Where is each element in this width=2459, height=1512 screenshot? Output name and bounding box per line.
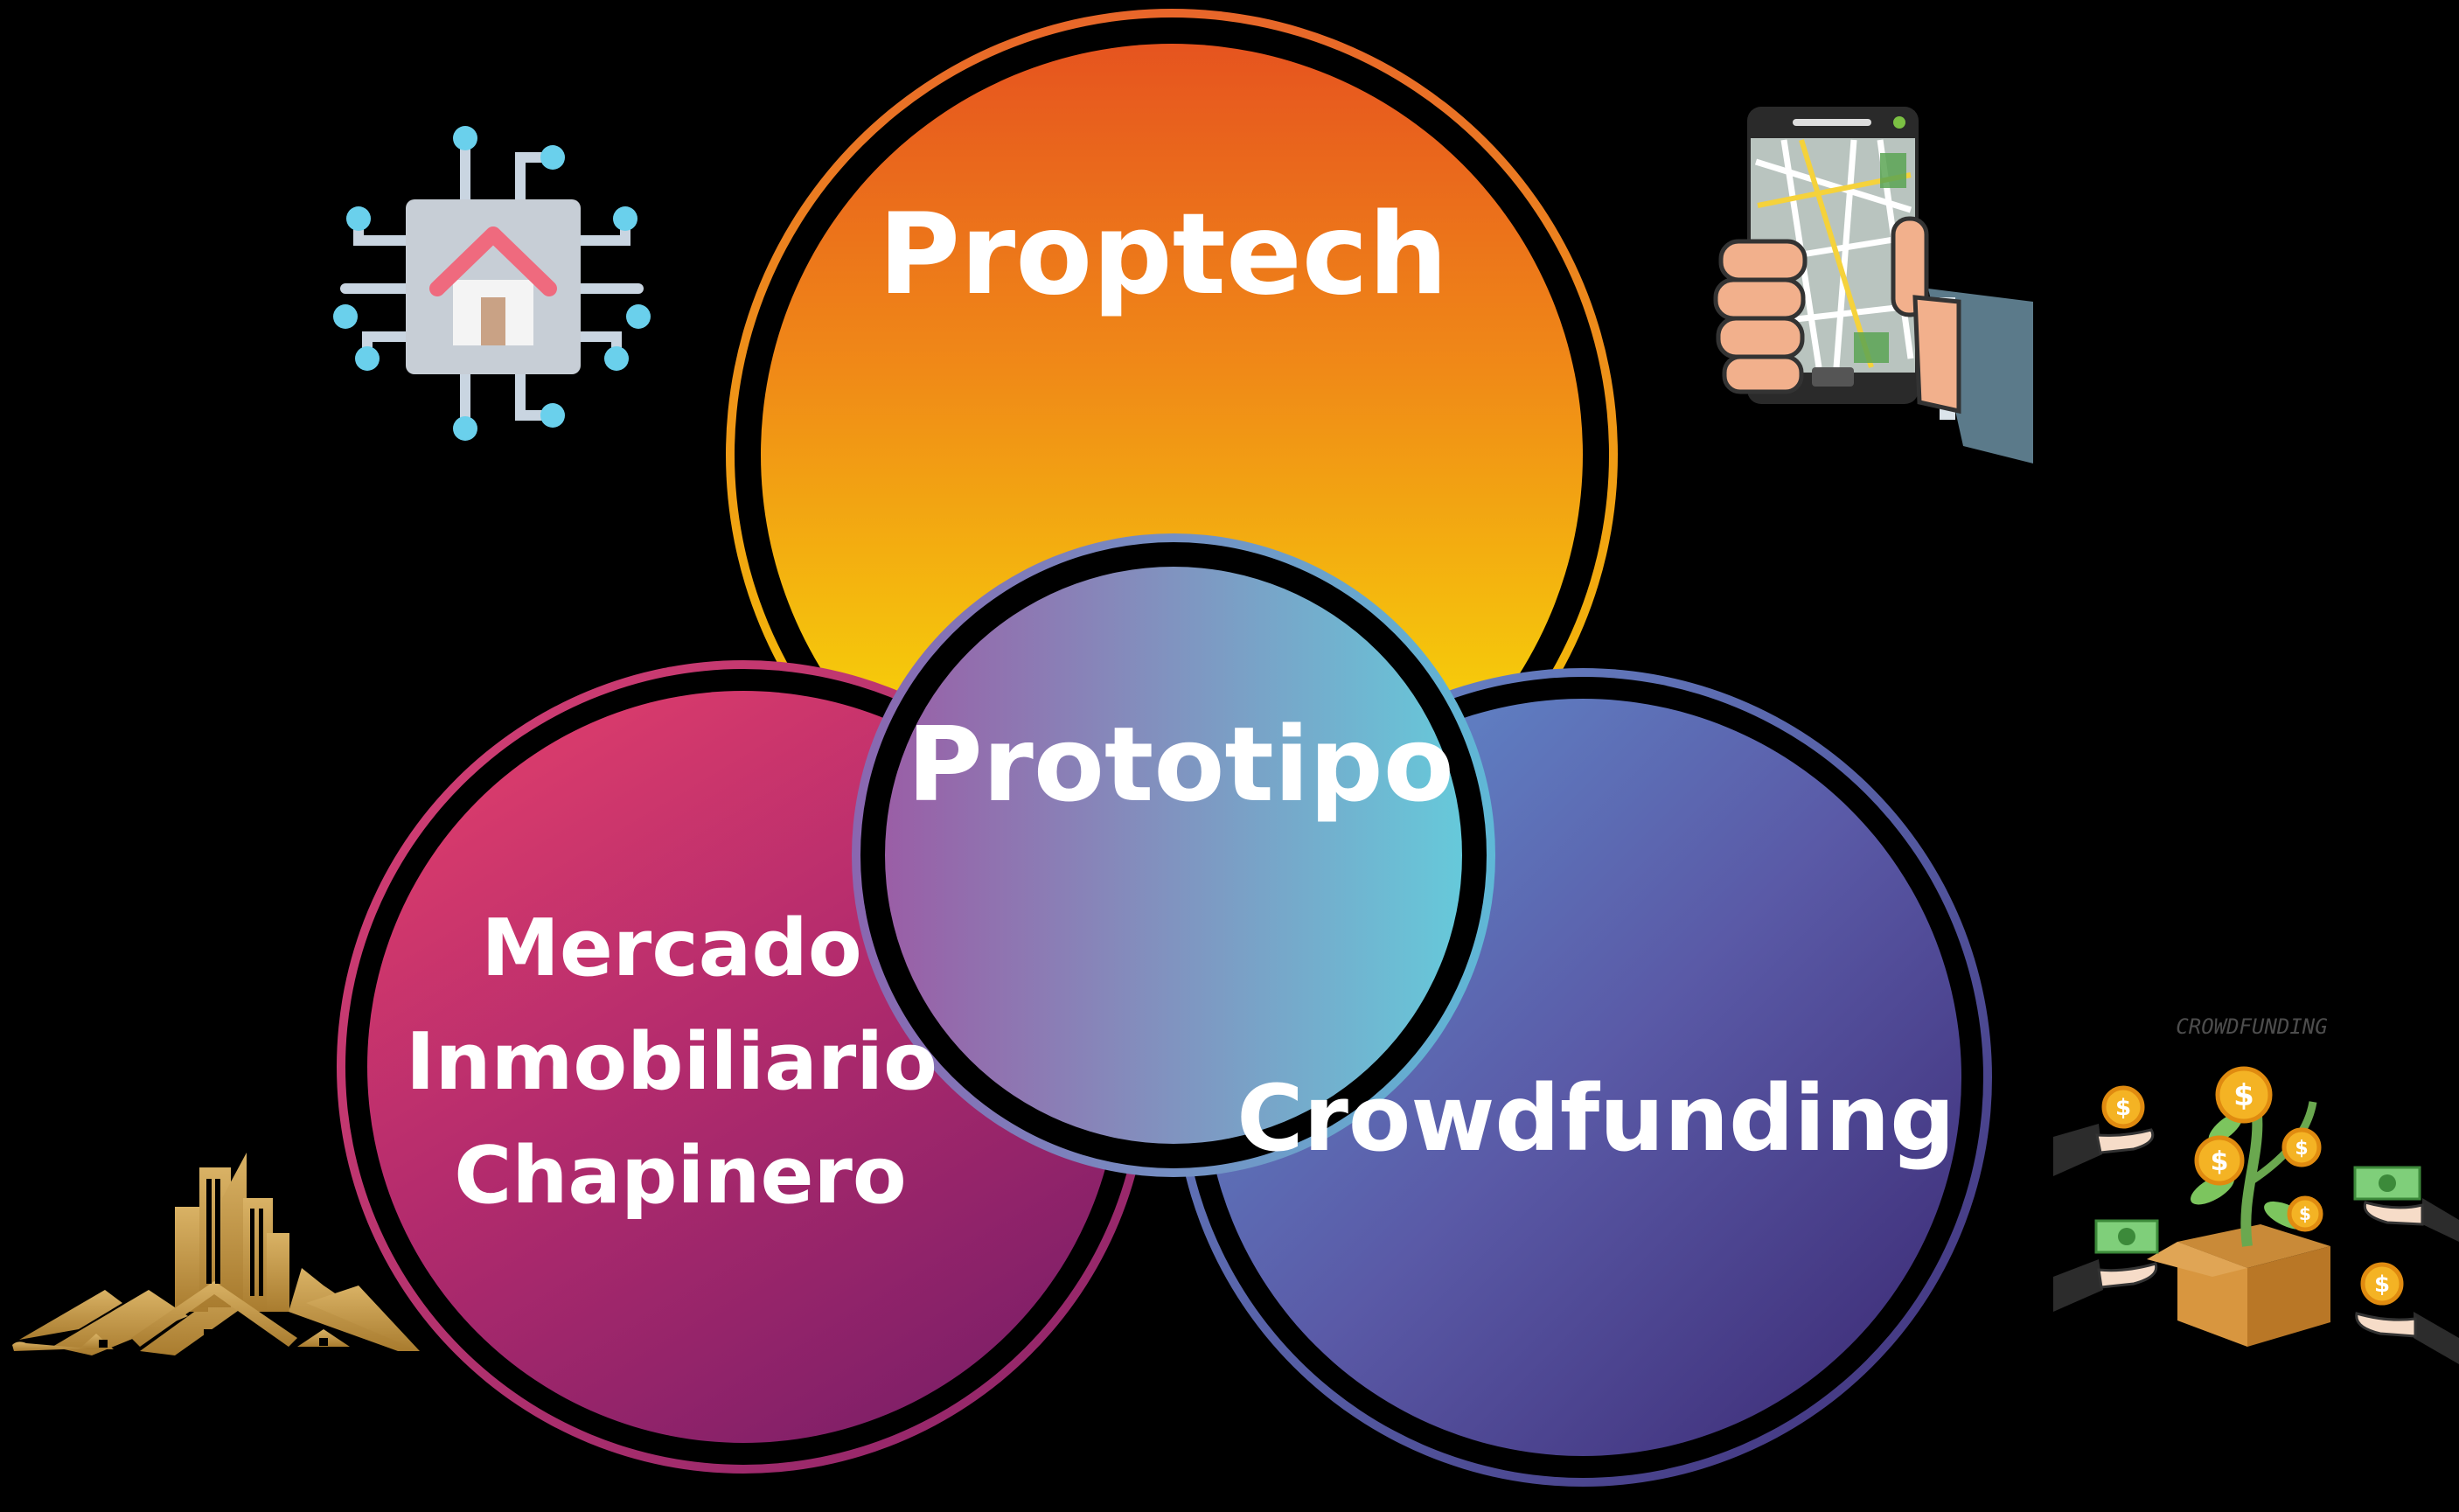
label-proptech: Proptech — [878, 190, 1448, 320]
label-mercado-line2: Inmobiliario — [406, 1016, 937, 1108]
svg-text:$: $ — [2374, 1272, 2390, 1298]
smart-home-chip-icon — [333, 126, 651, 441]
svg-text:$: $ — [2211, 1146, 2229, 1177]
phone-map-icon — [1713, 107, 2033, 463]
crowdfunding-money-plant-icon: CROWDFUNDING $ $ $ $ $ $ — [2053, 1014, 2459, 1364]
svg-text:$: $ — [2299, 1203, 2311, 1224]
city-buildings-logo-details — [99, 1179, 328, 1348]
label-prototipo: Prototipo — [907, 704, 1454, 825]
label-mercado-line1: Mercado — [481, 902, 861, 994]
label-crowdfunding: Crowdfunding — [1236, 1065, 1955, 1172]
circle-prototipo — [852, 533, 1495, 1177]
label-mercado-line3: Chapinero — [454, 1130, 906, 1222]
svg-text:$: $ — [2295, 1138, 2308, 1160]
crowdfunding-caption: CROWDFUNDING — [2176, 1014, 2327, 1039]
svg-text:$: $ — [2115, 1095, 2131, 1121]
svg-text:$: $ — [2233, 1078, 2254, 1113]
